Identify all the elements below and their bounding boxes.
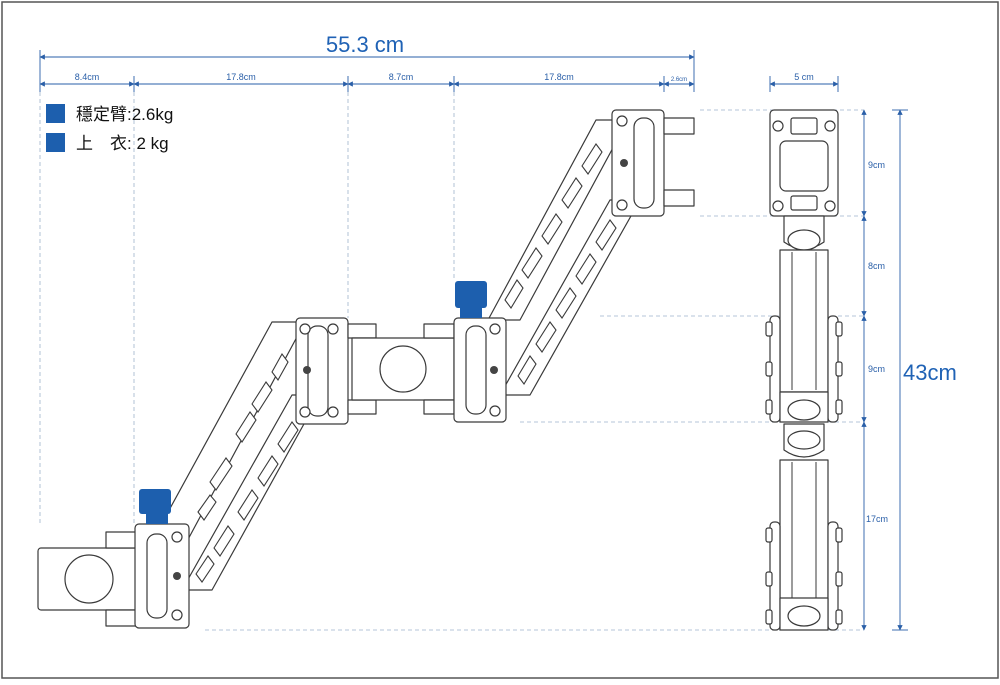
- knob-icon: [455, 281, 487, 308]
- top-joint: [611, 109, 695, 217]
- segment-label: 17.8cm: [544, 72, 574, 82]
- side-segment-label: 8cm: [868, 261, 885, 271]
- side-segment-label: 9cm: [868, 364, 885, 374]
- segment-label: 8.7cm: [389, 72, 414, 82]
- total-width-label: 55.3 cm: [326, 32, 404, 57]
- total-height-dimension: 43cm: [892, 109, 957, 631]
- segment-label: 17.8cm: [226, 72, 256, 82]
- top-dimensions: 55.3 cm 8.4cm 17.8cm 8.7cm 17.8cm 2.6cm: [39, 32, 695, 92]
- legend: 穩定臂:2.6kg 上 衣: 2 kg: [46, 104, 173, 153]
- knob-icon: [139, 489, 171, 514]
- middle-joint: [295, 281, 507, 425]
- side-view: [765, 109, 843, 631]
- side-height-dimensions: 9cm 8cm 9cm 17cm: [861, 109, 888, 631]
- side-width-dimension: 5 cm: [769, 72, 839, 92]
- front-view-arm: [37, 109, 695, 629]
- upper-arm-link: [487, 119, 641, 396]
- legend-label: 上 衣: 2 kg: [76, 134, 169, 153]
- total-height-label: 43cm: [903, 360, 957, 385]
- segment-label: 2.6cm: [671, 77, 687, 83]
- side-segment-label: 17cm: [866, 514, 888, 524]
- legend-label: 穩定臂:2.6kg: [76, 105, 173, 124]
- side-segment-label: 9cm: [868, 160, 885, 170]
- vertical-guides: [39, 92, 455, 525]
- bottom-clamp: [37, 489, 190, 629]
- legend-swatch: [46, 104, 65, 123]
- side-width-label: 5 cm: [794, 72, 814, 82]
- segment-label: 8.4cm: [75, 72, 100, 82]
- legend-swatch: [46, 133, 65, 152]
